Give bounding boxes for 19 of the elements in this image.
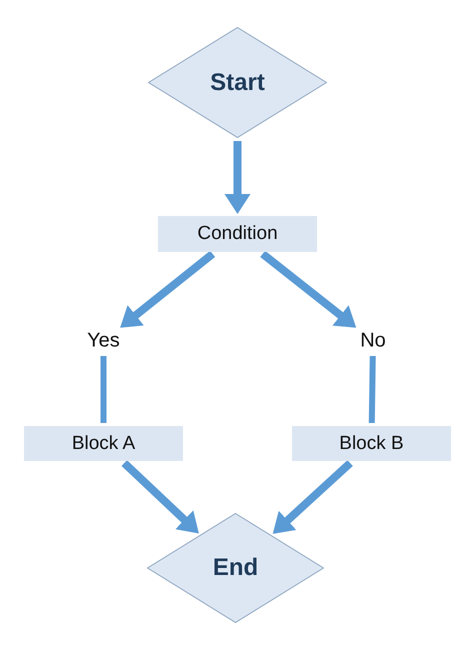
arrow (260, 250, 356, 328)
node-label: Block B (339, 432, 404, 454)
process-box (24, 426, 183, 461)
process-box (158, 216, 317, 252)
connector-line (368, 356, 376, 424)
process-box (292, 426, 451, 461)
node-label: Start (210, 68, 265, 96)
arrow (122, 460, 199, 534)
arrow (272, 460, 353, 534)
node-label: End (212, 554, 258, 582)
arrow (224, 141, 250, 214)
node-label: Block A (72, 432, 136, 454)
arrow (120, 250, 216, 328)
node-label: Condition (197, 223, 278, 245)
terminal-diamond (148, 27, 327, 138)
connector-line (100, 356, 106, 423)
terminal-diamond (147, 513, 324, 623)
branch-label: Yes (87, 330, 120, 352)
branch-label: No (360, 330, 386, 352)
